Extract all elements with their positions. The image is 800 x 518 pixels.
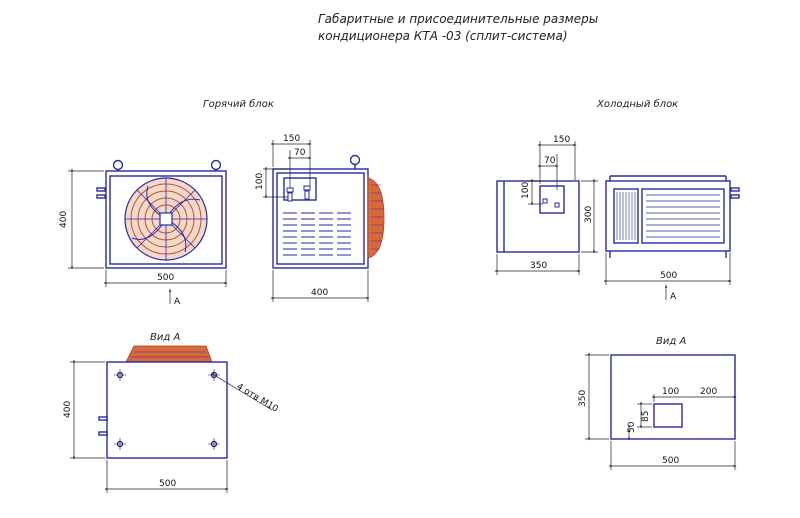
lifting-eye-icon (210, 159, 222, 171)
valve-icon (286, 187, 294, 202)
valve-icon (303, 185, 311, 200)
fan-icon (124, 177, 208, 261)
cold-view-a-label: Вид А (656, 336, 686, 347)
cold-block: Холодный блок 150 70 100 300 (495, 98, 740, 302)
cold-block-front-view: 500 A (604, 175, 740, 302)
cold-view-a-dim-100: 100 (662, 387, 679, 397)
coil-grille (641, 188, 725, 244)
cold-block-label: Холодный блок (596, 98, 678, 110)
hot-view-a-body (106, 361, 228, 459)
hot-view-a-label: Вид А (150, 332, 180, 343)
cold-block-side-view: 150 70 100 300 350 (495, 135, 598, 275)
cold-side-dim-150: 150 (553, 135, 570, 145)
lifting-eye-icon (112, 159, 124, 171)
filter-panel (613, 188, 639, 244)
cold-block-front-body (605, 180, 731, 252)
hot-side-width: 400 (311, 288, 328, 298)
hot-front-width: 500 (157, 273, 174, 283)
hot-view-a-height: 400 (63, 401, 73, 418)
cold-view-a-height: 350 (578, 390, 588, 407)
hot-block-side-view: 150 70 100 400 (255, 134, 385, 302)
cold-side-dim-70: 70 (544, 156, 556, 166)
cold-side-dim-100: 100 (521, 182, 531, 199)
hot-front-view-arrow-label: A (174, 297, 181, 307)
hot-block: Горячий блок (59, 98, 385, 307)
valve-panel (539, 185, 565, 214)
fan-guard-icon (125, 345, 213, 363)
cold-view-a-dim-85: 85 (641, 411, 651, 422)
hot-view-a: Вид А 4 отв M10 400 500 (63, 332, 280, 493)
valve-panel (283, 177, 317, 201)
cold-side-height: 300 (584, 206, 594, 223)
cold-front-width: 500 (660, 271, 677, 281)
pipe-fitting-icon (730, 187, 740, 192)
hot-side-dim-100: 100 (255, 173, 265, 190)
hot-block-label: Горячий блок (203, 98, 274, 110)
pipe-fitting-icon (96, 194, 106, 199)
drawing-title-line2: кондиционера КТА -03 (сплит-система) (318, 29, 568, 43)
hot-side-dim-150: 150 (283, 134, 300, 144)
hot-block-front-view: 500 400 A (59, 159, 228, 307)
lifting-eye-icon (349, 154, 361, 166)
hot-front-height: 400 (59, 211, 69, 228)
fan-guard-icon (367, 177, 385, 259)
hot-view-a-bolts: 4 отв M10 (234, 382, 279, 415)
hot-side-dim-70: 70 (294, 148, 306, 158)
cold-side-width: 350 (530, 261, 547, 271)
cold-block-side-body (496, 180, 580, 253)
drain-opening (653, 403, 683, 428)
cold-view-a-dim-50: 50 (627, 421, 637, 433)
ventilation-slots (283, 212, 351, 256)
pipe-fitting-icon (730, 194, 740, 199)
pipe-fitting-icon (98, 416, 108, 436)
hot-view-a-width: 500 (159, 479, 176, 489)
drawing-title-line1: Габаритные и присоединительные размеры (318, 12, 598, 26)
pipe-fitting-icon (96, 187, 106, 192)
cold-view-a: Вид А 100 200 85 50 350 500 (578, 336, 737, 470)
cold-view-a-width: 500 (662, 456, 679, 466)
cold-front-view-arrow-label: A (670, 292, 677, 302)
cold-view-a-dim-200: 200 (700, 387, 717, 397)
